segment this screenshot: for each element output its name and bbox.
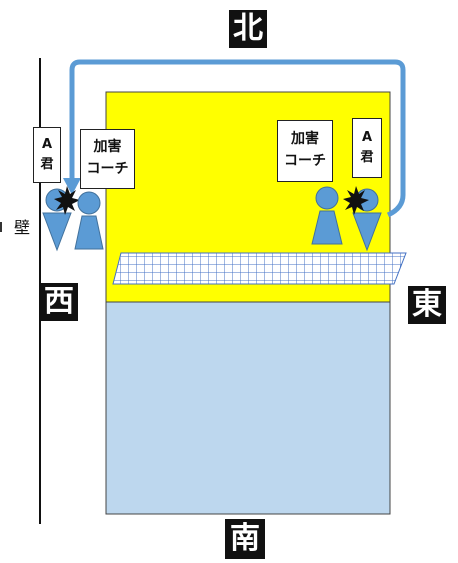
label-line: A	[41, 136, 53, 152]
figure-head	[77, 191, 101, 215]
impact-west	[54, 186, 80, 215]
figure-body	[74, 215, 104, 250]
label-line: 君	[360, 150, 374, 165]
label-coach-west: 加害 コーチ	[80, 129, 135, 189]
direction-south: 南	[225, 519, 265, 559]
label-line: A	[361, 129, 373, 145]
label-coach-east: 加害 コーチ	[277, 120, 333, 182]
arrow-head	[63, 178, 81, 195]
label-a-west: A 君	[33, 127, 61, 183]
figure-body	[42, 212, 72, 252]
impact-east	[343, 186, 369, 215]
figure-body	[311, 210, 343, 245]
figure-coach-west	[74, 191, 104, 250]
label-line: コーチ	[86, 161, 129, 177]
label-line: コーチ	[284, 153, 326, 169]
movement-arrow	[69, 59, 406, 218]
direction-west: 西	[40, 283, 78, 321]
wall-label: 壁	[14, 218, 31, 237]
net	[112, 252, 407, 285]
direction-north: 北	[229, 10, 267, 48]
label-line: 君	[40, 157, 54, 172]
label-line: 加害	[291, 131, 319, 148]
figure-head	[315, 186, 339, 210]
label-a-east: A 君	[352, 118, 382, 178]
label-line: 加害	[93, 139, 122, 156]
figure-body	[352, 212, 382, 252]
south-court-area	[105, 301, 391, 515]
figure-coach-east	[311, 186, 343, 245]
wall-edge-mark	[0, 222, 2, 232]
direction-east: 東	[408, 286, 446, 324]
